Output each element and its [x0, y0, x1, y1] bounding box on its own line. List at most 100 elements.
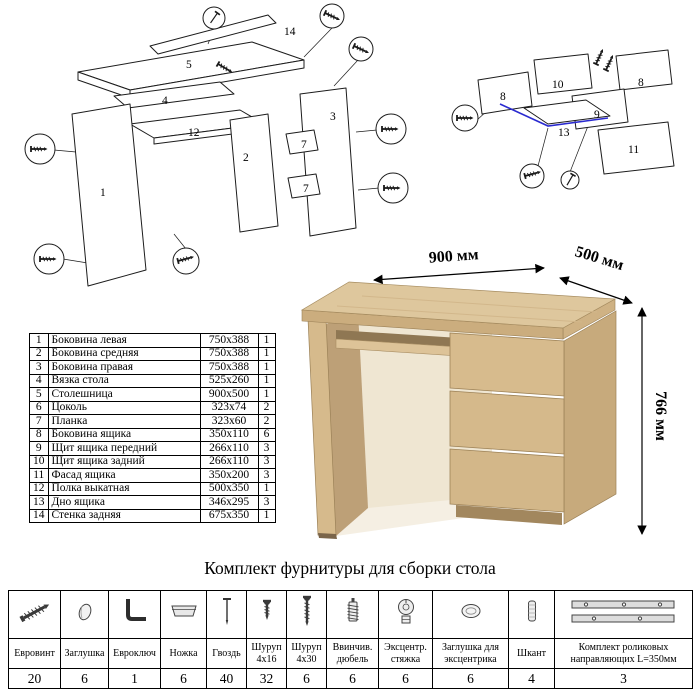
wooden-dowel-icon: [527, 600, 536, 622]
drawer-facade: [597, 121, 675, 175]
desk-exploded-diagram: 14 5 4 12 2 1 3 7 7: [24, 3, 409, 287]
plinth: [456, 505, 562, 525]
hardware-name: Евровинт: [8, 638, 61, 669]
screw-4x30-icon: [302, 595, 311, 626]
part-name: Фасад ящика: [47, 468, 201, 483]
hex-key-icon: [125, 599, 146, 621]
part-number: 5: [29, 387, 49, 402]
part-name: Стенка задняя: [47, 508, 201, 523]
part-size: 350x110: [199, 427, 259, 442]
drawer-side-left: [477, 71, 533, 115]
hardware-qty: 6: [60, 668, 109, 689]
part-size: 323x74: [199, 400, 259, 415]
width-dimension-label: 900 мм: [428, 246, 479, 266]
part-size: 750x388: [199, 346, 259, 361]
part-number: 7: [29, 414, 49, 429]
part-label-8b: 8: [638, 77, 644, 89]
part-label-1: 1: [100, 187, 106, 199]
part-right-side: [299, 87, 357, 237]
part-number: 3: [29, 360, 49, 375]
part-name: Цоколь: [47, 400, 201, 415]
part-label-7a: 7: [301, 139, 307, 151]
part-size: 750x388: [199, 360, 259, 375]
hardware-name: Комплект роликовых направляющих L=350мм: [554, 638, 693, 669]
part-qty: 1: [257, 481, 276, 496]
callout-leader-lines: [53, 27, 380, 265]
part-number: 9: [29, 441, 49, 456]
part-number: 1: [29, 333, 49, 348]
part-qty: 1: [257, 508, 276, 523]
drawer-front-bottom: [449, 448, 565, 513]
part-qty: 3: [257, 454, 276, 469]
part-left-side: [71, 103, 147, 287]
drawer-side-right: [615, 49, 673, 91]
part-label-14: 14: [284, 26, 296, 38]
hardware-name: Евроключ: [108, 638, 161, 669]
part-name: Столешница: [47, 387, 201, 402]
part-size: 346x295: [199, 495, 259, 510]
part-size: 500x350: [199, 481, 259, 496]
part-number-labels: 14 5 4 12 2 1 3 7 7: [100, 26, 336, 199]
screw-4x16-icon: [262, 599, 271, 620]
height-dimension-label: 766 мм: [652, 391, 669, 441]
nail-icon: [222, 598, 231, 625]
part-name: Боковина ящика: [47, 427, 201, 442]
drawer-bottom: [523, 99, 611, 125]
exploded-drawer-parts: [477, 49, 675, 175]
part-label-7b: 7: [303, 183, 309, 195]
part-number: 4: [29, 373, 49, 388]
hardware-qty-row: 20 6 1 6 40 32 6 6 6 6 4 3: [8, 668, 693, 689]
hardware-name: Заглушка: [60, 638, 109, 669]
screw-cap-icon: [78, 603, 91, 621]
hardware-name: Гвоздь: [206, 638, 247, 669]
drawer-front-top: [449, 332, 565, 397]
part-label-2: 2: [243, 152, 249, 164]
part-size: 750x388: [199, 333, 259, 348]
desk-body: [300, 281, 617, 539]
part-qty: 1: [257, 360, 276, 375]
confirmat-screw-icon: [18, 604, 49, 623]
hardware-qty: 6: [160, 668, 207, 689]
hardware-qty: 32: [246, 668, 287, 689]
part-size: 266x110: [199, 441, 259, 456]
part-number: 2: [29, 346, 49, 361]
part-label-3: 3: [330, 111, 336, 123]
part-back-wall: [149, 14, 277, 55]
hardware-qty: 6: [378, 668, 433, 689]
part-name: Боковина правая: [47, 360, 201, 375]
hardware-kit-title: Комплект фурнитуры для сборки стола: [204, 558, 496, 578]
part-qty: 1: [257, 346, 276, 361]
hardware-table: Евровинт Заглушка Евроключ Ножка Гвоздь …: [8, 590, 693, 689]
hardware-qty: 6: [432, 668, 509, 689]
hardware-callouts: [451, 46, 617, 190]
hardware-name: Ввинчив. дюбель: [326, 638, 379, 669]
hardware-name: Шуруп 4х30: [286, 638, 327, 669]
part-label-9: 9: [594, 109, 600, 121]
hardware-callouts: [24, 3, 409, 275]
hardware-icons-row: [8, 590, 693, 639]
part-strip-b: [287, 173, 321, 199]
exploded-desk-parts: [71, 14, 357, 287]
drawer-bottom-groove-highlight: [499, 103, 609, 127]
hardware-name: Шуруп 4х16: [246, 638, 287, 669]
part-size: 675x350: [199, 508, 259, 523]
part-qty: 6: [257, 427, 276, 442]
part-qty: 2: [257, 414, 276, 429]
desk-render: 900 мм 500 мм 766 мм: [300, 246, 669, 539]
part-qty: 1: [257, 333, 276, 348]
part-qty: 3: [257, 441, 276, 456]
part-size: 350x200: [199, 468, 259, 483]
